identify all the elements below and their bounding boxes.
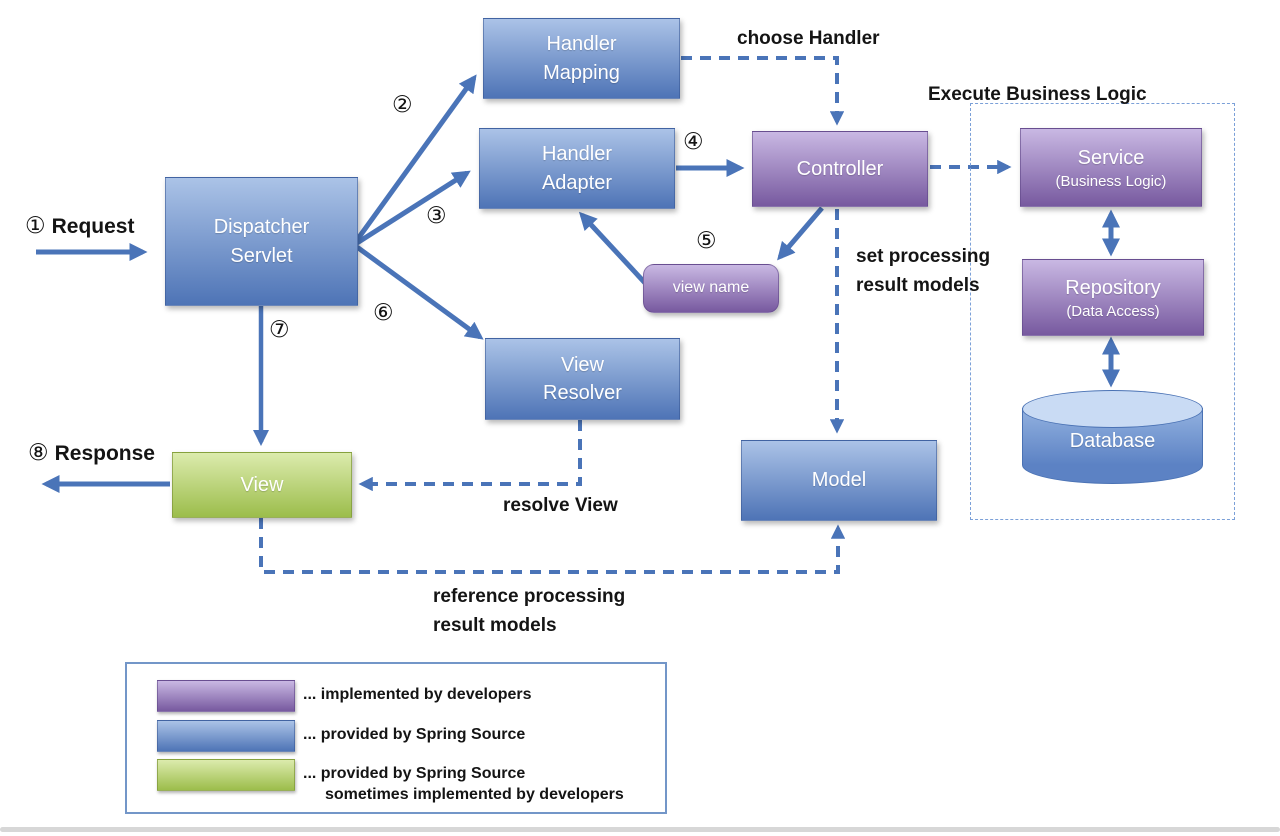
database-cylinder-top	[1022, 390, 1203, 428]
dashed-view-to-model	[259, 518, 846, 574]
step4-number-icon: ④	[683, 129, 704, 155]
request-text: Request	[51, 215, 135, 238]
legend-label-green: ... provided by Spring Source sometimes …	[303, 764, 624, 806]
business-logic-group-border	[970, 103, 1235, 520]
resolve-view-note: resolve View	[503, 495, 618, 516]
node-database-cylinder: Database	[1022, 390, 1203, 484]
service-label: Service	[1077, 147, 1145, 170]
legend-swatch-purple	[157, 680, 295, 712]
node-handler-adapter: Handler Adapter	[479, 128, 675, 209]
arrow-step2-to-handler-mapping	[354, 74, 477, 242]
node-repository: Repository (Data Access)	[1022, 259, 1204, 336]
legend-swatch-green	[157, 759, 295, 791]
node-controller: Controller	[752, 131, 928, 207]
page-bottom-edge	[0, 827, 1280, 832]
legend-label-purple: ... implemented by developers	[303, 686, 532, 703]
legend-label-blue: ... provided by Spring Source	[303, 726, 526, 743]
set-processing-note: set processing result models	[856, 246, 991, 297]
step5-number-icon: ⑤	[696, 228, 717, 254]
arrow-view-name-to-handler-adapter	[578, 211, 648, 286]
dashed-view-resolver-to-view	[358, 420, 582, 492]
reference-processing-note: reference processing result models	[433, 586, 626, 637]
service-sublabel: (Business Logic)	[1055, 173, 1167, 191]
node-model: Model	[741, 440, 937, 521]
legend-label-green-line2: sometimes implemented by developers	[325, 785, 624, 803]
execute-business-logic-title: Execute Business Logic	[928, 84, 1147, 105]
choose-handler-note: choose Handler	[737, 28, 880, 49]
node-view: View	[172, 452, 352, 518]
step8-response-label: ⑧ Response	[28, 442, 155, 465]
legend: ... implemented by developers ... provid…	[125, 662, 667, 814]
node-service: Service (Business Logic)	[1020, 128, 1202, 207]
step1-number-icon: ①	[25, 213, 46, 239]
arrow-controller-to-view-name	[777, 206, 824, 261]
step7-number-icon: ⑦	[269, 317, 290, 343]
step2-number-icon: ②	[392, 92, 413, 118]
dashed-choose-handler-path	[681, 56, 845, 126]
step1-request-label: ① Request	[25, 215, 134, 238]
step3-number-icon: ③	[426, 203, 447, 229]
node-dispatcher-servlet: Dispatcher Servlet	[165, 177, 358, 306]
repository-sublabel: (Data Access)	[1066, 303, 1160, 321]
legend-label-green-line1: ... provided by Spring Source	[303, 765, 526, 782]
node-handler-mapping: Handler Mapping	[483, 18, 680, 99]
response-text: Response	[54, 442, 155, 465]
node-view-resolver: View Resolver	[485, 338, 680, 420]
step8-number-icon: ⑧	[28, 440, 49, 466]
repository-label: Repository	[1065, 277, 1161, 300]
node-view-name: view name	[643, 264, 779, 313]
step6-number-icon: ⑥	[373, 300, 394, 326]
database-label: Database	[1069, 430, 1156, 452]
legend-swatch-blue	[157, 720, 295, 752]
arrow-step3-to-handler-adapter	[355, 170, 471, 246]
